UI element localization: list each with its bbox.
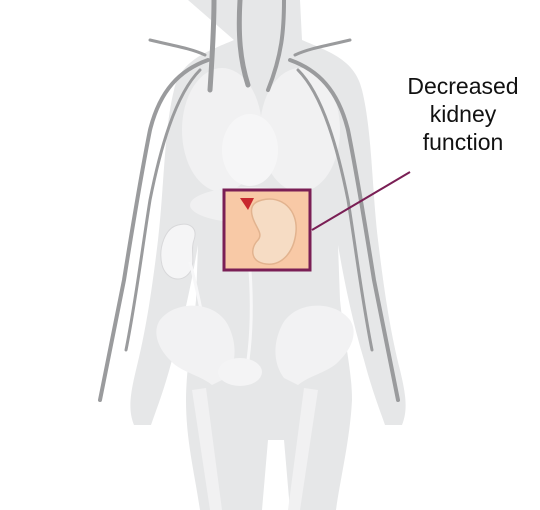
kidney-highlight (224, 190, 310, 270)
callout-line-3: function (388, 128, 538, 156)
callout-label: Decreased kidney function (388, 72, 538, 156)
callout-line-1: Decreased (388, 72, 538, 100)
bladder (218, 358, 262, 386)
heart (222, 114, 278, 186)
callout-line-2: kidney (388, 100, 538, 128)
